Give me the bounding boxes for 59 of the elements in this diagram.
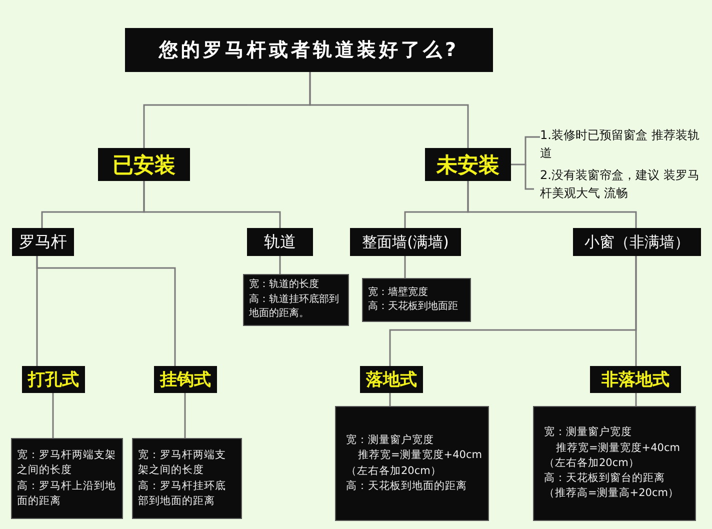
connector-line: [309, 72, 469, 148]
connector-line: [511, 136, 540, 166]
connector-line: [36, 256, 176, 366]
option-box: [12, 228, 74, 256]
connector-line: [467, 181, 637, 228]
heading-text: 已安装: [112, 152, 176, 178]
note-text: 高：天花板到窗台的距离: [544, 471, 665, 486]
heading-text: 打孔式: [28, 369, 79, 391]
category-box: [590, 366, 681, 393]
heading-text: 落地式: [366, 369, 417, 391]
note-text: 宽：罗马杆两端支架之间的长度: [17, 448, 117, 478]
heading-text: 轨道: [264, 232, 296, 252]
heading-text: 整面墙(满墙): [362, 232, 449, 252]
note-text: 高：轨道挂环底部到地面的距离。: [249, 292, 340, 322]
note-text: 高：天花板到地面的距离: [346, 478, 467, 494]
heading-text: 非落地式: [602, 369, 670, 391]
note-text: 推荐宽=测量宽度+40cm: [555, 440, 680, 456]
connector-line: [143, 181, 281, 228]
option-box: [247, 228, 313, 256]
heading-text: 罗马杆: [19, 232, 67, 252]
note-text: 2.没有装窗帘盒，建议 装罗马杆美观大气 流畅: [540, 167, 700, 202]
note-box: [132, 438, 242, 519]
note-box: [11, 438, 123, 519]
note-box: [243, 274, 349, 326]
heading-text: 小窗（非满墙）: [584, 232, 690, 252]
note-box: [335, 406, 489, 521]
note-box: [533, 406, 696, 521]
note-text: 宽：测量窗户宽度: [346, 433, 434, 448]
connector-line: [635, 256, 637, 366]
note-text: 宽：轨道的长度: [249, 278, 319, 292]
note-text: 高：罗马杆上沿到地面的距离: [17, 478, 117, 509]
note-text: （推荐高=测量高+20cm）: [544, 486, 679, 502]
connector-line: [389, 393, 391, 406]
note-text: 高：天花板到地面距: [368, 300, 458, 314]
note-box: [362, 278, 471, 322]
note-text: 宽：墙壁宽度: [368, 286, 428, 300]
connector-line: [635, 393, 637, 406]
note-text: （左右各加20cm）: [346, 464, 442, 478]
connector-line: [184, 393, 186, 438]
option-box: [573, 228, 701, 256]
connector-line: [279, 256, 281, 274]
heading-text: 挂钩式: [160, 369, 211, 391]
heading-text: 未安装: [436, 152, 500, 178]
title-box: [125, 28, 493, 72]
heading-text: 您的罗马杆或者轨道装好了么?: [158, 38, 460, 63]
note-text: （左右各加20cm）: [544, 456, 640, 471]
category-box: [22, 366, 85, 393]
category-box: [98, 148, 190, 181]
note-text: 高：罗马杆挂环底部到地面的距离: [138, 478, 227, 509]
category-box: [360, 366, 423, 393]
note-text: 宽：测量窗户宽度: [544, 425, 632, 440]
note-text: 宽：罗马杆两端支架之间的长度: [138, 448, 227, 478]
option-box: [350, 228, 461, 256]
connector-line: [404, 256, 406, 278]
note-text: 1.装修时已预留窗盒 推荐装轨道: [540, 127, 700, 162]
connector-line: [52, 393, 54, 438]
category-box: [154, 366, 217, 393]
category-box: [425, 148, 511, 181]
note-text: 推荐宽=测量宽度+40cm: [357, 448, 482, 464]
